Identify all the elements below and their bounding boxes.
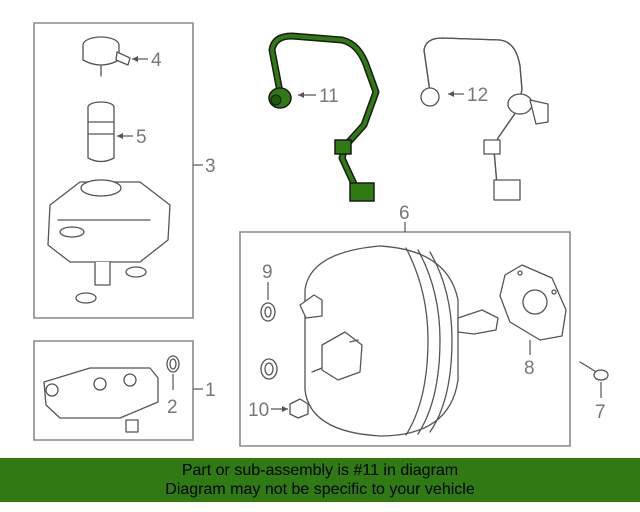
callout-7: 7 bbox=[595, 402, 606, 423]
group-box-brake-booster bbox=[239, 231, 571, 447]
nut-10 bbox=[289, 398, 309, 419]
group-box-master-cylinder bbox=[33, 340, 194, 441]
callout-9: 9 bbox=[262, 262, 273, 283]
callout-6: 6 bbox=[399, 203, 410, 224]
callout-11: 11 bbox=[319, 86, 339, 107]
banner-line-disclaimer: Diagram may not be specific to your vehi… bbox=[165, 481, 475, 498]
reservoir-cap bbox=[82, 36, 131, 77]
bolt-7 bbox=[579, 361, 609, 381]
brake-fluid-reservoir bbox=[47, 179, 171, 304]
master-cylinder bbox=[43, 367, 159, 433]
callout-2: 2 bbox=[167, 397, 178, 418]
callout-12: 12 bbox=[467, 85, 488, 106]
callout-3: 3 bbox=[205, 156, 216, 177]
callout-4: 4 bbox=[151, 50, 162, 71]
reservoir-filter bbox=[87, 101, 115, 163]
banner-line-part: Part or sub-assembly is #11 in diagram bbox=[181, 462, 459, 479]
vacuum-hose-11 bbox=[268, 32, 380, 202]
callout-5: 5 bbox=[136, 127, 147, 148]
brake-booster bbox=[299, 245, 499, 437]
gasket-8 bbox=[499, 264, 567, 341]
callout-1: 1 bbox=[205, 380, 216, 401]
callout-8: 8 bbox=[524, 358, 535, 379]
master-cylinder-seal bbox=[166, 355, 180, 373]
vacuum-hose-12 bbox=[420, 37, 549, 201]
part-info-banner: Part or sub-assembly is #11 in diagram D… bbox=[0, 458, 640, 502]
callout-10: 10 bbox=[248, 400, 269, 421]
group-box-reservoir bbox=[33, 22, 194, 319]
washer-9 bbox=[260, 302, 276, 322]
